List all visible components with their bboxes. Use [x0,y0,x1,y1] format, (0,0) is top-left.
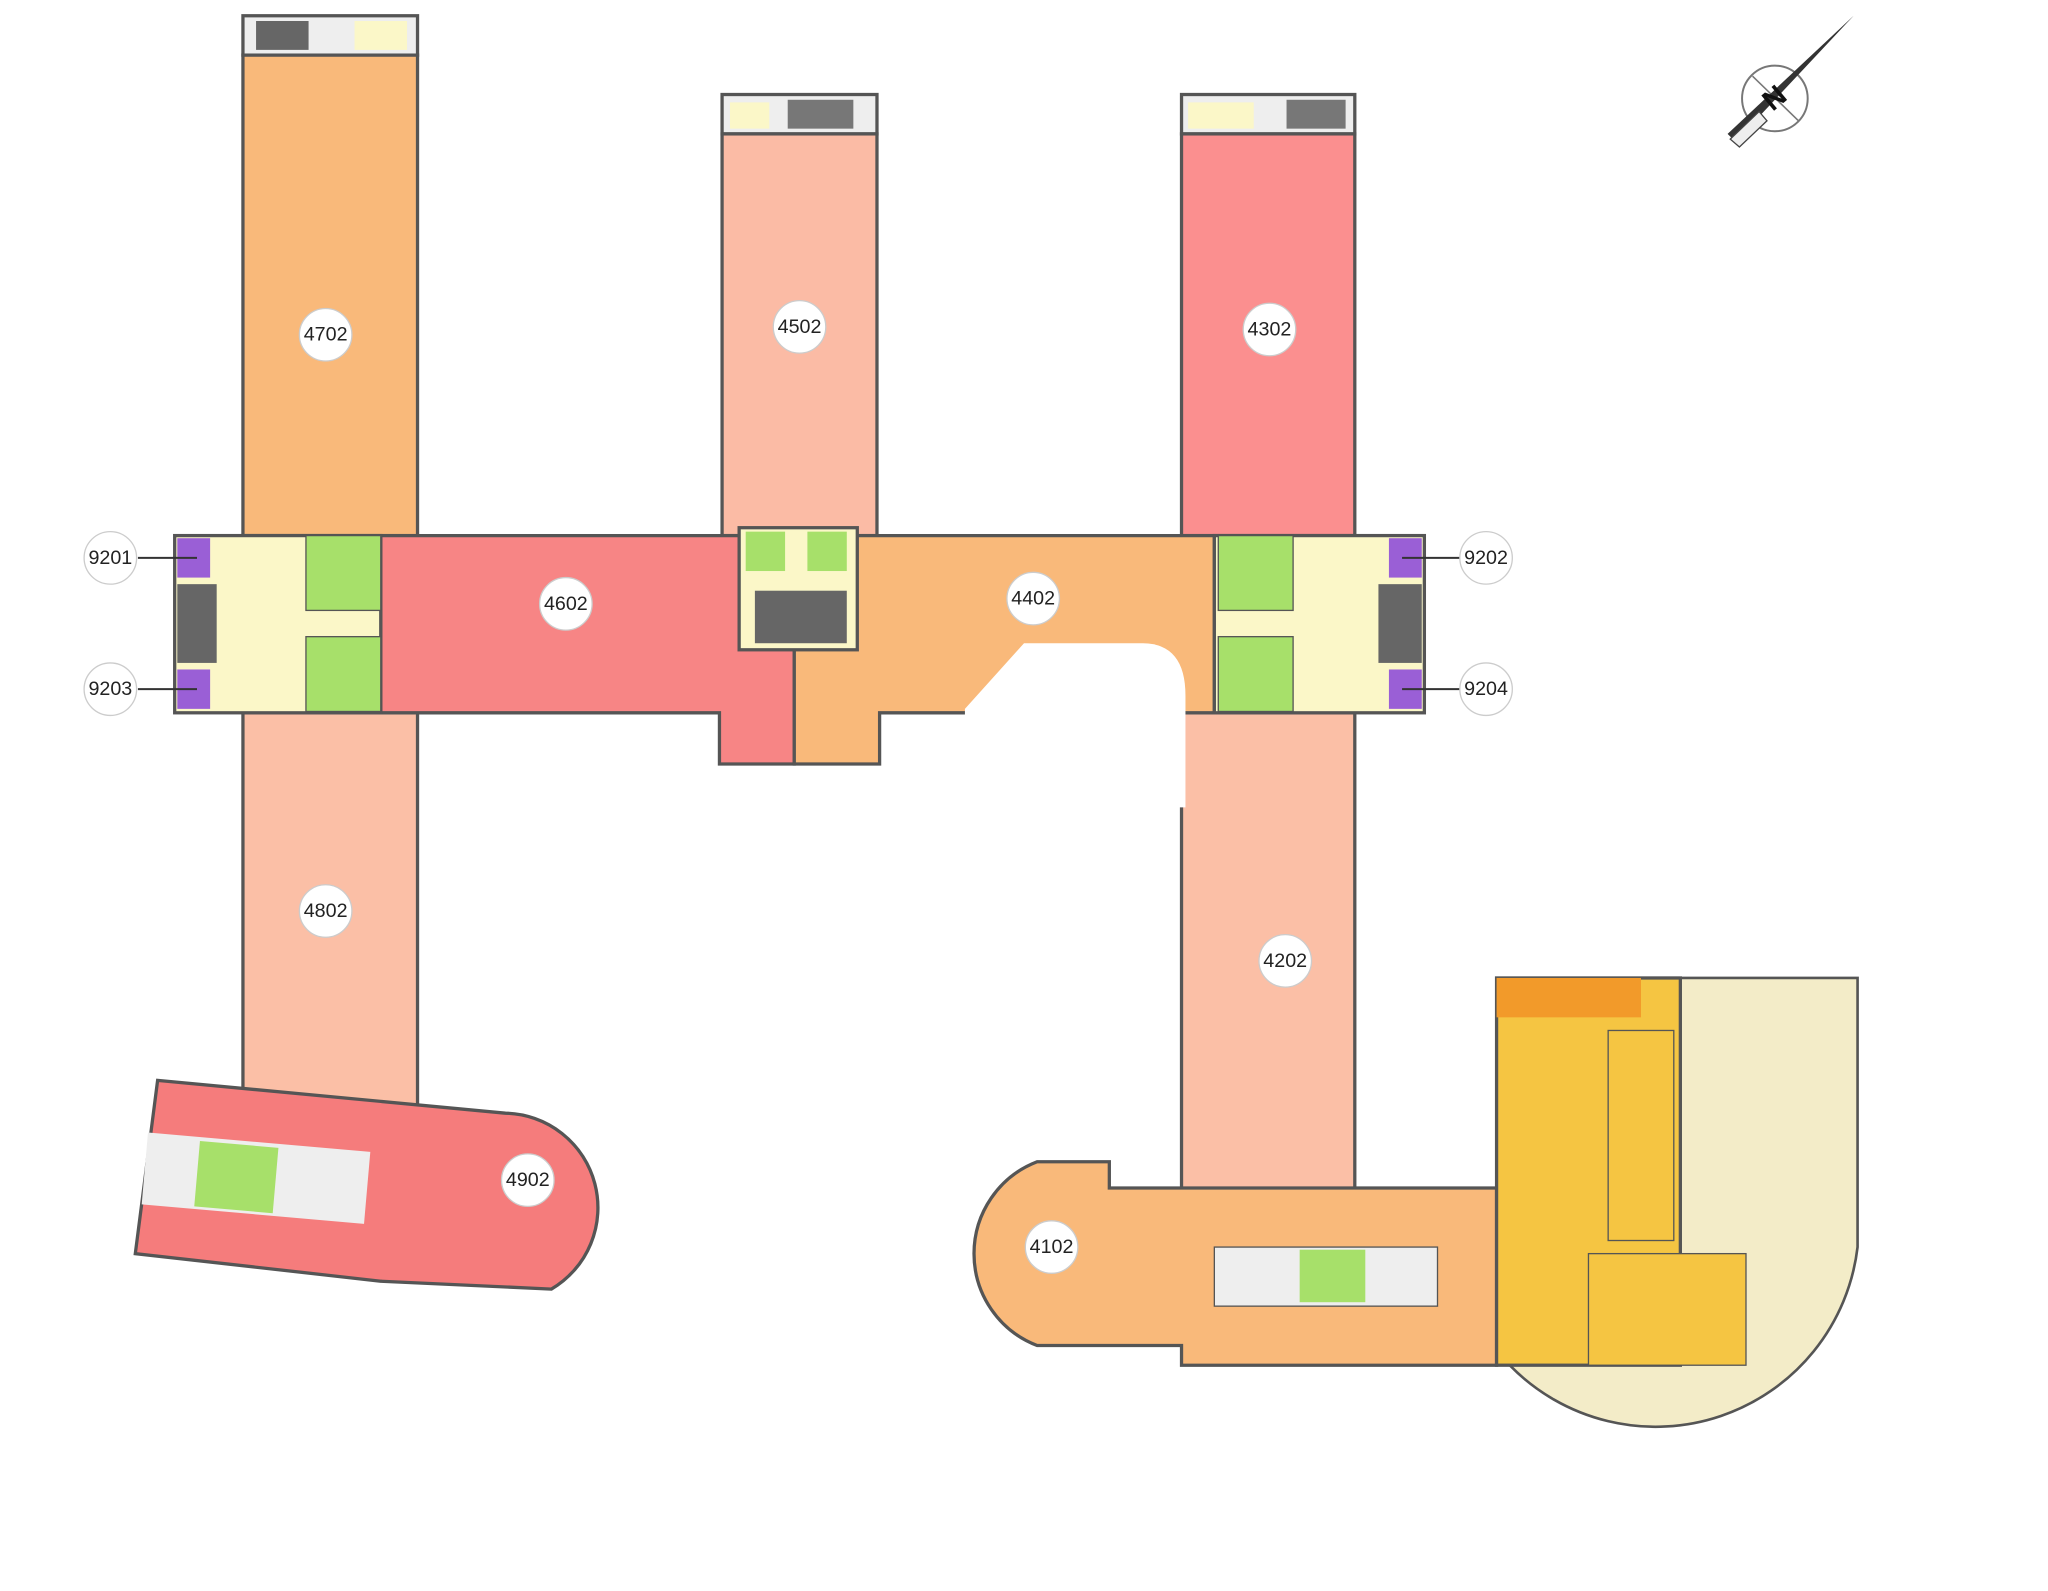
svg-text:4202: 4202 [1263,950,1307,972]
room-label-4802: 4802 [298,884,353,938]
svg-text:4102: 4102 [1030,1236,1074,1258]
svg-text:9204: 9204 [1464,678,1508,700]
stair-label-9201: 9201 [83,530,138,585]
svg-text:4902: 4902 [506,1169,550,1191]
wing-4102[interactable] [972,1160,1499,1367]
room-label-4502: 4502 [772,299,827,354]
cafeteria-building[interactable] [1494,976,1859,1429]
center-core [737,526,859,652]
leader-lines [137,556,1460,691]
wing-4402[interactable] [792,533,1216,808]
svg-text:4702: 4702 [304,324,348,346]
svg-text:4602: 4602 [544,593,588,615]
stair-label-9202: 9202 [1459,530,1513,585]
wing-4602[interactable] [379,533,796,766]
room-label-4102: 4102 [1024,1220,1079,1274]
north-arrow-icon: N [1727,15,1854,148]
stair-label-9203: 9203 [83,662,138,717]
room-label-4402: 4402 [1006,571,1061,626]
svg-text:4802: 4802 [304,900,348,922]
stair-label-9204: 9204 [1459,662,1513,717]
svg-text:4402: 4402 [1011,588,1055,610]
svg-text:9203: 9203 [88,678,132,700]
wing-4702[interactable] [241,14,420,538]
room-label-4902: 4902 [500,1153,555,1208]
svg-text:9201: 9201 [88,547,132,569]
svg-text:4302: 4302 [1248,318,1292,340]
room-label-4302: 4302 [1242,302,1297,357]
room-label-4202: 4202 [1258,933,1313,988]
svg-text:9202: 9202 [1464,547,1508,569]
wing-4902[interactable] [133,1078,600,1291]
west-core [173,533,383,715]
room-label-4702: 4702 [298,307,353,362]
east-core [1212,533,1427,715]
room-label-4602: 4602 [538,576,593,631]
svg-text:4502: 4502 [778,316,822,338]
